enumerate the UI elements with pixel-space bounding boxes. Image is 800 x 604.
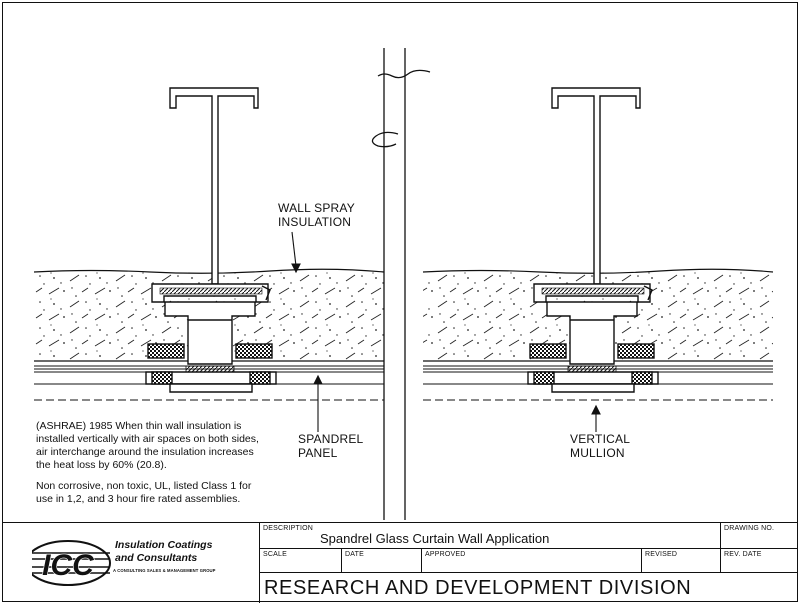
ashrae-note-line3: air interchange around the insulation in…	[36, 446, 254, 458]
icc-logo-letters: ICC	[42, 549, 95, 582]
left-mullion	[145, 87, 277, 393]
logo-line1: Insulation Coatings	[115, 539, 213, 551]
break-line	[371, 48, 431, 520]
ashrae-note-line2: installed vertically with air spaces on …	[36, 433, 259, 445]
spandrel-label-line2: PANEL	[298, 446, 338, 460]
ul-note-line2: use in 1,2, and 3 hour fire rated assemb…	[36, 493, 241, 505]
icc-logo: ICC Insulation Coatings and Consultants …	[25, 533, 242, 595]
approved-label: APPROVED	[425, 551, 466, 558]
revised-cell: REVISED	[641, 549, 720, 573]
drawing-no-cell: DRAWING NO.	[720, 523, 798, 549]
scale-label: SCALE	[263, 551, 287, 558]
title-block: ICC Insulation Coatings and Consultants …	[2, 522, 798, 603]
vertical-label-line1: VERTICAL	[570, 432, 631, 446]
scale-cell: SCALE	[259, 549, 341, 573]
right-mullion	[527, 87, 659, 393]
drawing-no-label: DRAWING NO.	[724, 525, 775, 532]
date-label: DATE	[345, 551, 364, 558]
wall-spray-label-line2: INSULATION	[278, 215, 352, 229]
approved-cell: APPROVED	[421, 549, 641, 573]
ashrae-note-line1: (ASHRAE) 1985 When thin wall insulation …	[36, 420, 242, 432]
icc-logo-mark: ICC	[25, 540, 111, 586]
description-label: DESCRIPTION	[263, 525, 314, 532]
logo-line3: A CONSULTING SALES & MANAGEMENT GROUP	[113, 568, 216, 573]
leader-lines	[291, 231, 601, 432]
vertical-label-line2: MULLION	[570, 446, 625, 460]
revised-label: REVISED	[645, 551, 678, 558]
ul-note-line1: Non corrosive, non toxic, UL, listed Cla…	[36, 480, 252, 492]
division-cell: RESEARCH AND DEVELOPMENT DIVISION	[259, 573, 798, 603]
wall-spray-label-line1: WALL SPRAY	[278, 201, 355, 215]
description-cell: DESCRIPTION Spandrel Glass Curtain Wall …	[259, 523, 720, 549]
description-value: Spandrel Glass Curtain Wall Application	[320, 531, 550, 546]
spandrel-label-line1: SPANDREL	[298, 432, 364, 446]
rev-date-label: REV. DATE	[724, 551, 762, 558]
ashrae-note-line4: the heat loss by 60% (20.8).	[36, 459, 167, 471]
division-title: RESEARCH AND DEVELOPMENT DIVISION	[264, 577, 692, 599]
date-cell: DATE	[341, 549, 421, 573]
logo-line2: and Consultants	[115, 552, 198, 564]
rev-date-cell: REV. DATE	[720, 549, 798, 573]
